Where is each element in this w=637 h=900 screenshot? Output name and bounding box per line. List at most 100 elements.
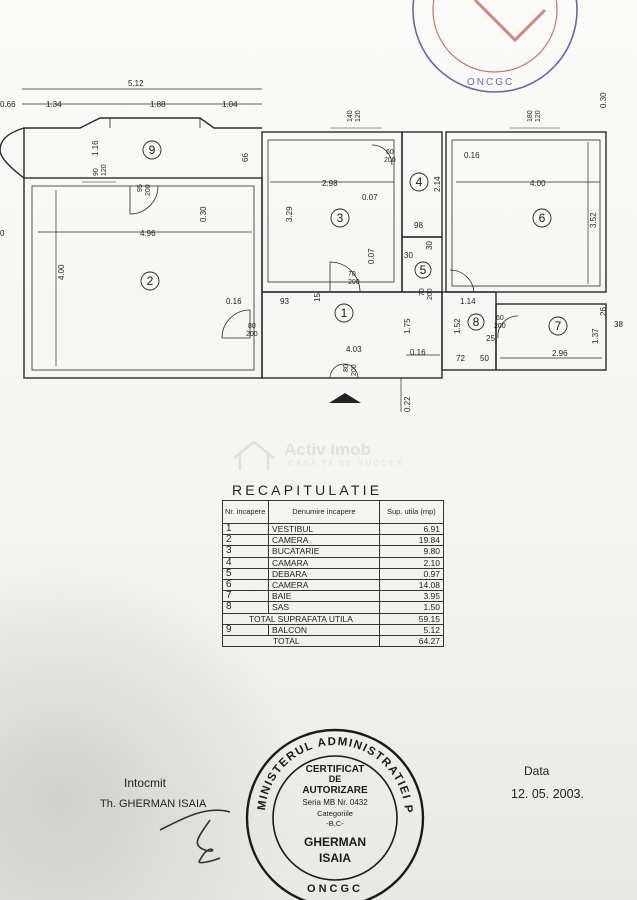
dim-label: 30 [404, 251, 413, 260]
room-2-inner [31, 185, 255, 371]
dim-label: 4.00 [57, 264, 66, 280]
dim-label: 3.52 [589, 212, 598, 228]
header-name: Denumire incapere [268, 500, 380, 524]
door-label: 200 [384, 157, 396, 164]
window-label: 180 [527, 110, 534, 122]
stamp-line8: ISAIA [319, 851, 351, 865]
dim-label: 50 [480, 354, 489, 363]
dim-label: 2.96 [552, 349, 568, 358]
top-stamp: ONCGC [412, 0, 578, 93]
authorization-stamp: MINISTERUL ADMINISTRATIEI PUBLICE ONCGC … [240, 720, 425, 900]
row-name: CAMERA [268, 534, 380, 547]
header-area: Sup. utila (mp) [378, 500, 445, 524]
window-label: 140 [347, 110, 354, 122]
window-label: 120 [101, 164, 108, 176]
dim-label: 0.30 [599, 92, 608, 108]
dim-label: 0.16 [410, 348, 426, 357]
header-nr: Nr. incapere [221, 500, 270, 524]
intocmit-label: Intocmit [124, 776, 167, 790]
door-label: 95 [137, 184, 144, 192]
row-area: 0.97 [378, 567, 445, 580]
dim-label: 4.96 [140, 229, 156, 238]
stamp-line7: GHERMAN [304, 835, 366, 849]
stamp-line1: CERTIFICAT [306, 764, 365, 775]
watermark-brand: Activ Imob [284, 440, 371, 459]
row-area: 9.80 [378, 545, 445, 558]
room-7-walls [495, 303, 607, 371]
door-label: 200 [351, 364, 358, 376]
dim-label: 4.03 [346, 345, 362, 354]
row-name: CAMERA [268, 578, 380, 592]
room-3-number: 3 [337, 211, 344, 225]
room-9-number: 9 [149, 143, 156, 157]
balcony-curve [0, 127, 25, 179]
room-1-number: 1 [341, 306, 348, 320]
row-name: BAIE [268, 590, 380, 603]
row-area: 14.08 [378, 578, 445, 592]
dim-label: 0.07 [367, 248, 376, 264]
dim-label: 0.16 [226, 297, 242, 306]
dim-label: 0.66 [0, 100, 16, 109]
row-area: 1.50 [378, 601, 445, 614]
dim-label: 0 [0, 229, 5, 238]
door-label: 70 [419, 288, 426, 296]
row-nr: 2 [221, 534, 270, 547]
row-name: SAS [268, 601, 380, 614]
handwritten-signature [159, 809, 231, 864]
row-name: VESTIBUL [268, 522, 380, 536]
dim-label: 2.14 [433, 176, 442, 192]
room-7-number: 7 [555, 319, 562, 333]
stamp-line6: -B,C- [326, 819, 344, 828]
door-label: 60 [386, 149, 394, 156]
house-icon [233, 440, 275, 470]
door-label: 200 [246, 331, 258, 338]
row-area: 2.10 [378, 556, 445, 569]
room-4-number: 4 [416, 175, 423, 189]
dim-label: 93 [280, 297, 289, 306]
stamp-line5: Categoriile [317, 809, 353, 818]
date-value: 12. 05. 2003. [511, 787, 584, 801]
room-6-number: 6 [539, 211, 546, 225]
row-nr: 6 [221, 578, 270, 592]
row-nr: 3 [221, 545, 270, 558]
room-3-walls [261, 131, 403, 293]
dim-label: 30 [425, 241, 434, 250]
window-label: 120 [355, 110, 362, 122]
recap-header-row: Nr. incapere Denumire incapere Sup. util… [221, 500, 445, 524]
watermark: Activ Imob CASA TA DE SUCCES [232, 440, 422, 472]
door-label: 80 [343, 364, 350, 372]
window-label: 90 [93, 168, 100, 176]
dim-label: 1.34 [46, 100, 62, 109]
row-name: BALCON [268, 623, 380, 636]
dim-label: 1.52 [453, 318, 462, 334]
row-name: BUCATARIE [268, 545, 380, 558]
door-label: 200 [348, 279, 360, 286]
row-area: 19.84 [378, 534, 445, 547]
row-area: 6.91 [378, 522, 445, 536]
stamp-bottom: ONCGC [307, 883, 363, 895]
recap-title: RECAPITULATIE [232, 482, 383, 498]
watermark-tagline: CASA TA DE SUCCES [288, 459, 404, 468]
door-label: 200 [145, 184, 152, 196]
row-name: DEBARA [268, 567, 380, 580]
dim-label: 0.22 [403, 396, 412, 412]
row-nr: 5 [221, 567, 270, 580]
dim-label: 26 [599, 307, 608, 316]
dim-label: 0.07 [362, 193, 378, 202]
dim-label: 1.88 [150, 100, 166, 109]
dim-label: 1.14 [460, 297, 476, 306]
dim-label: 72 [456, 354, 465, 363]
stamp-line4: Seria MB Nr. 0432 [302, 798, 368, 807]
dim-label: 0.16 [464, 151, 480, 160]
row-nr: 4 [221, 556, 270, 569]
row-nr: 7 [221, 590, 270, 603]
